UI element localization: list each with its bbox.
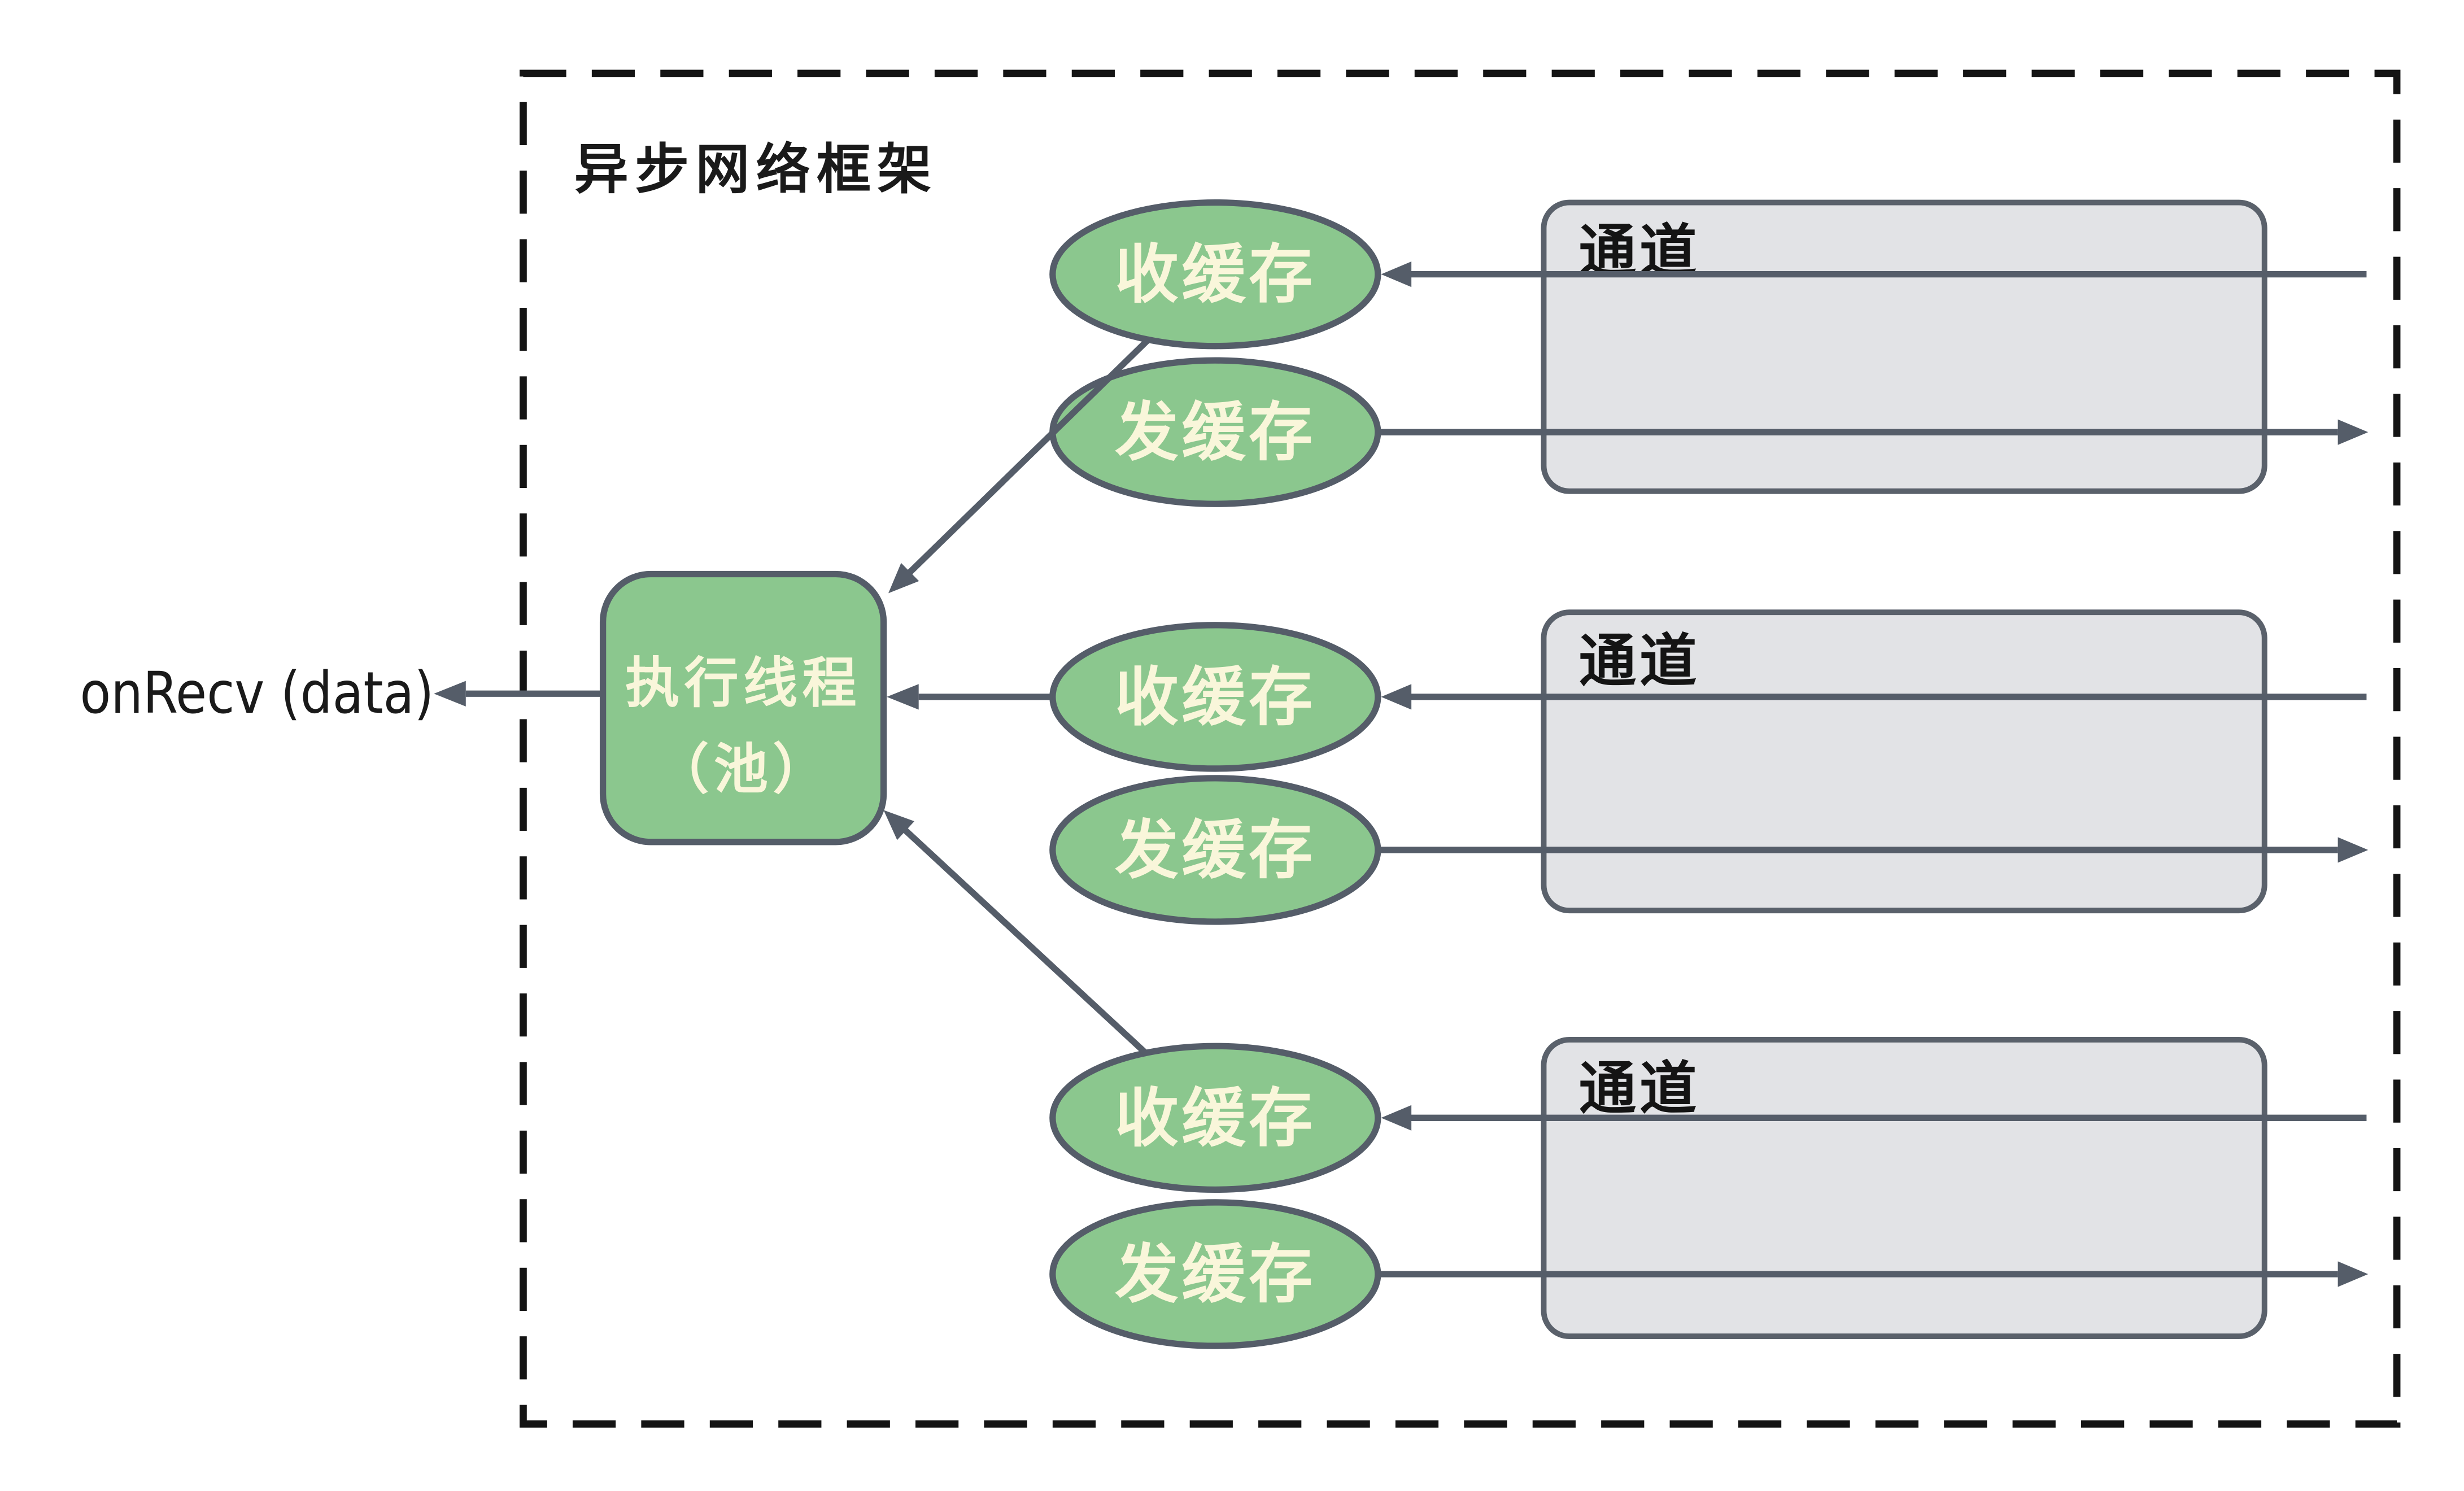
recv3-to-executor-line: [901, 826, 1148, 1055]
callback-label: onRecv (data): [80, 660, 434, 726]
outbound-arrowhead-1-icon: [2337, 419, 2369, 445]
recv2-to-executor-arrowhead-icon: [887, 684, 919, 710]
send-buffer-ellipse-3: [1049, 1199, 1381, 1349]
connection-group-2: 通道 收缓存 发缓存: [887, 609, 2369, 925]
channel-label-3: 通道: [1579, 1055, 1700, 1122]
executor-node: 执行线程 （池）: [599, 570, 887, 845]
framework-title: 异步网络框架: [574, 138, 938, 201]
executor-label-line1: 执行线程: [625, 651, 861, 714]
channel-box-3: [1541, 1037, 2267, 1340]
outbound-arrowhead-3-icon: [2337, 1261, 2369, 1287]
recv1-to-executor-line: [905, 337, 1151, 577]
recv-buffer-label-1: 收缓存: [1115, 237, 1316, 312]
send-buffer-ellipse-2: [1049, 775, 1381, 925]
connection-group-3: 通道 收缓存 发缓存: [883, 810, 2369, 1349]
inbound-arrowhead-1-icon: [1381, 261, 1412, 287]
recv1-to-executor-arrowhead-icon: [888, 563, 919, 594]
channel-label-2: 通道: [1579, 628, 1700, 695]
recv-buffer-label-2: 收缓存: [1115, 660, 1316, 734]
send-buffer-label-2: 发缓存: [1115, 813, 1316, 887]
executor-box: [599, 570, 887, 845]
recv-buffer-label-3: 收缓存: [1115, 1081, 1316, 1156]
outbound-arrowhead-2-icon: [2337, 837, 2369, 863]
executor-label-line2: （池）: [655, 738, 831, 801]
send-buffer-label-3: 发缓存: [1115, 1237, 1316, 1312]
connection-group-1: 通道 收缓存 发缓存: [888, 199, 2369, 594]
executor-to-callback-arrowhead-icon: [434, 681, 466, 707]
channel-box-2: [1541, 609, 2267, 914]
inbound-arrowhead-2-icon: [1381, 684, 1412, 710]
inbound-arrowhead-3-icon: [1381, 1105, 1412, 1131]
recv-buffer-ellipse-3: [1049, 1043, 1381, 1193]
recv3-to-executor-arrowhead-icon: [883, 810, 915, 840]
send-buffer-label-1: 发缓存: [1115, 395, 1316, 470]
framework-dashed-border: [520, 69, 2401, 1428]
recv-buffer-ellipse-1: [1049, 199, 1381, 350]
